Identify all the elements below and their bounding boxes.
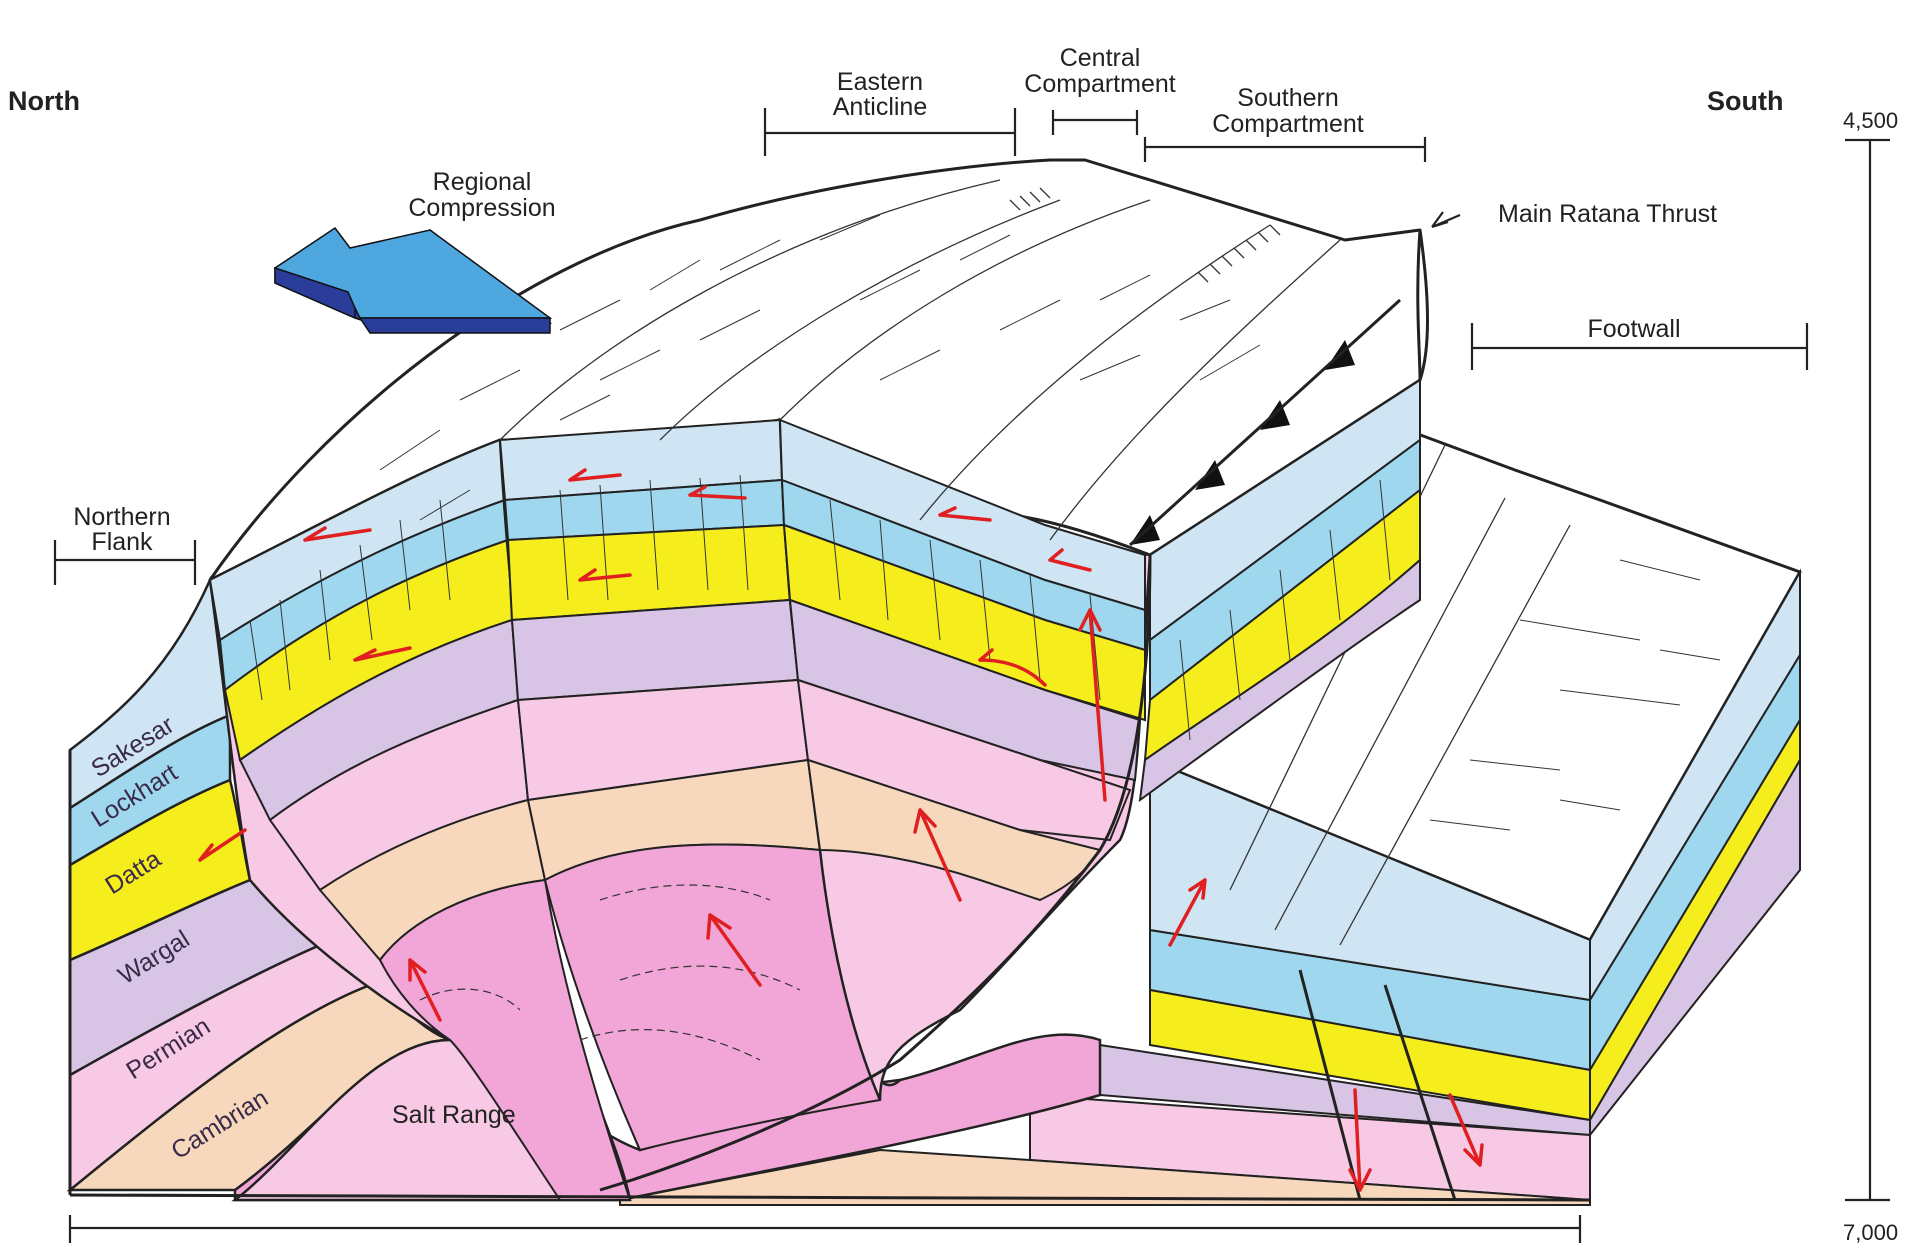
scarp-2 [659,199,1061,441]
slip-arrow-1 [303,526,372,542]
salt-range-label: Salt Range [392,1101,516,1129]
slip-arrow-12 [706,913,762,987]
diagram-base-line [69,1193,1591,1202]
slip-arrow-15 [1348,1088,1372,1192]
horizontal-scale-bar [68,1215,1582,1243]
southern-compartment-label-2: Compartment [1212,110,1363,138]
scale-top-value: 4,500 [1843,108,1898,133]
southern-compartment-label-1: Southern [1237,84,1338,112]
face-fractures [249,474,1391,741]
slip-arrow-11 [913,808,962,902]
eastern-anticline-label-1: Eastern [837,68,923,96]
scarp-5 [1049,239,1341,541]
footwall-fault-1 [1298,969,1362,1201]
central-compartment-label-2: Compartment [1024,70,1175,98]
slip-arrow-13 [408,958,442,1022]
regional-compression-label-1: Regional [433,168,532,196]
scarp-hachures [1009,187,1281,283]
northern-flank-bracket [53,540,197,585]
slip-arrows [198,468,1484,1192]
compartment-a-salt [378,878,632,1201]
eastern-anticline-bracket [763,108,1017,156]
compression-arrow-bottom [358,317,551,334]
footwall-label: Footwall [1587,315,1680,343]
slip-arrow-10 [1078,608,1107,802]
main-fault-trace [599,554,1152,1192]
bedding-dashed [419,884,801,1061]
southern-compartment-wargal-face [1138,557,1421,803]
slip-arrow-8 [1048,548,1092,572]
footwall-step-1 [1274,497,1506,931]
footwall-fault-2 [1383,984,1457,1201]
scale-bottom-value: 7,000 [1843,1220,1898,1243]
central-compartment-bracket [1051,110,1139,135]
compression-arrow-top [273,226,553,319]
brackets [53,108,1890,1243]
vertical-scale-bar [1845,138,1890,1202]
thrust-line [1128,298,1402,547]
thrust-pointer-arrow [1431,211,1461,229]
southern-compartment-bracket [1143,137,1427,162]
footwall-step-2 [1339,524,1571,946]
slip-arrow-7 [938,506,992,522]
compression-arrow-tail [274,266,356,320]
main-ratana-thrust-label: Main Ratana Thrust [1498,200,1717,228]
northern-flank-label-2: Flank [91,528,153,556]
scarp-1 [499,179,1001,441]
footwall-fractures [1429,559,1721,831]
north-label: North [8,86,80,116]
northern-flank-label-1: Northern [73,503,170,531]
regional-compression-arrow [273,226,553,334]
regional-compression-label-2: Compression [408,194,555,222]
main-ratana-thrust-trace [1416,229,1422,381]
top-surface-fractures [379,214,1261,521]
slip-arrow-4 [568,468,622,482]
south-label: South [1707,86,1783,116]
footwall-block [619,418,1802,1206]
central-compartment-label-1: Central [1060,44,1141,72]
slip-arrow-14 [1168,878,1207,947]
footwall-bracket [1470,323,1809,370]
slip-arrow-16 [1448,1093,1484,1167]
scarp-3 [779,199,1151,421]
slip-arrow-5 [578,568,632,582]
slip-arrow-9 [978,648,1047,687]
slip-arrow-2 [353,646,412,662]
eastern-anticline-label-2: Anticline [833,93,928,121]
footwall-front-sakesar [1149,758,1591,1002]
slip-arrow-3 [198,828,247,862]
slip-arrow-6 [688,485,747,500]
